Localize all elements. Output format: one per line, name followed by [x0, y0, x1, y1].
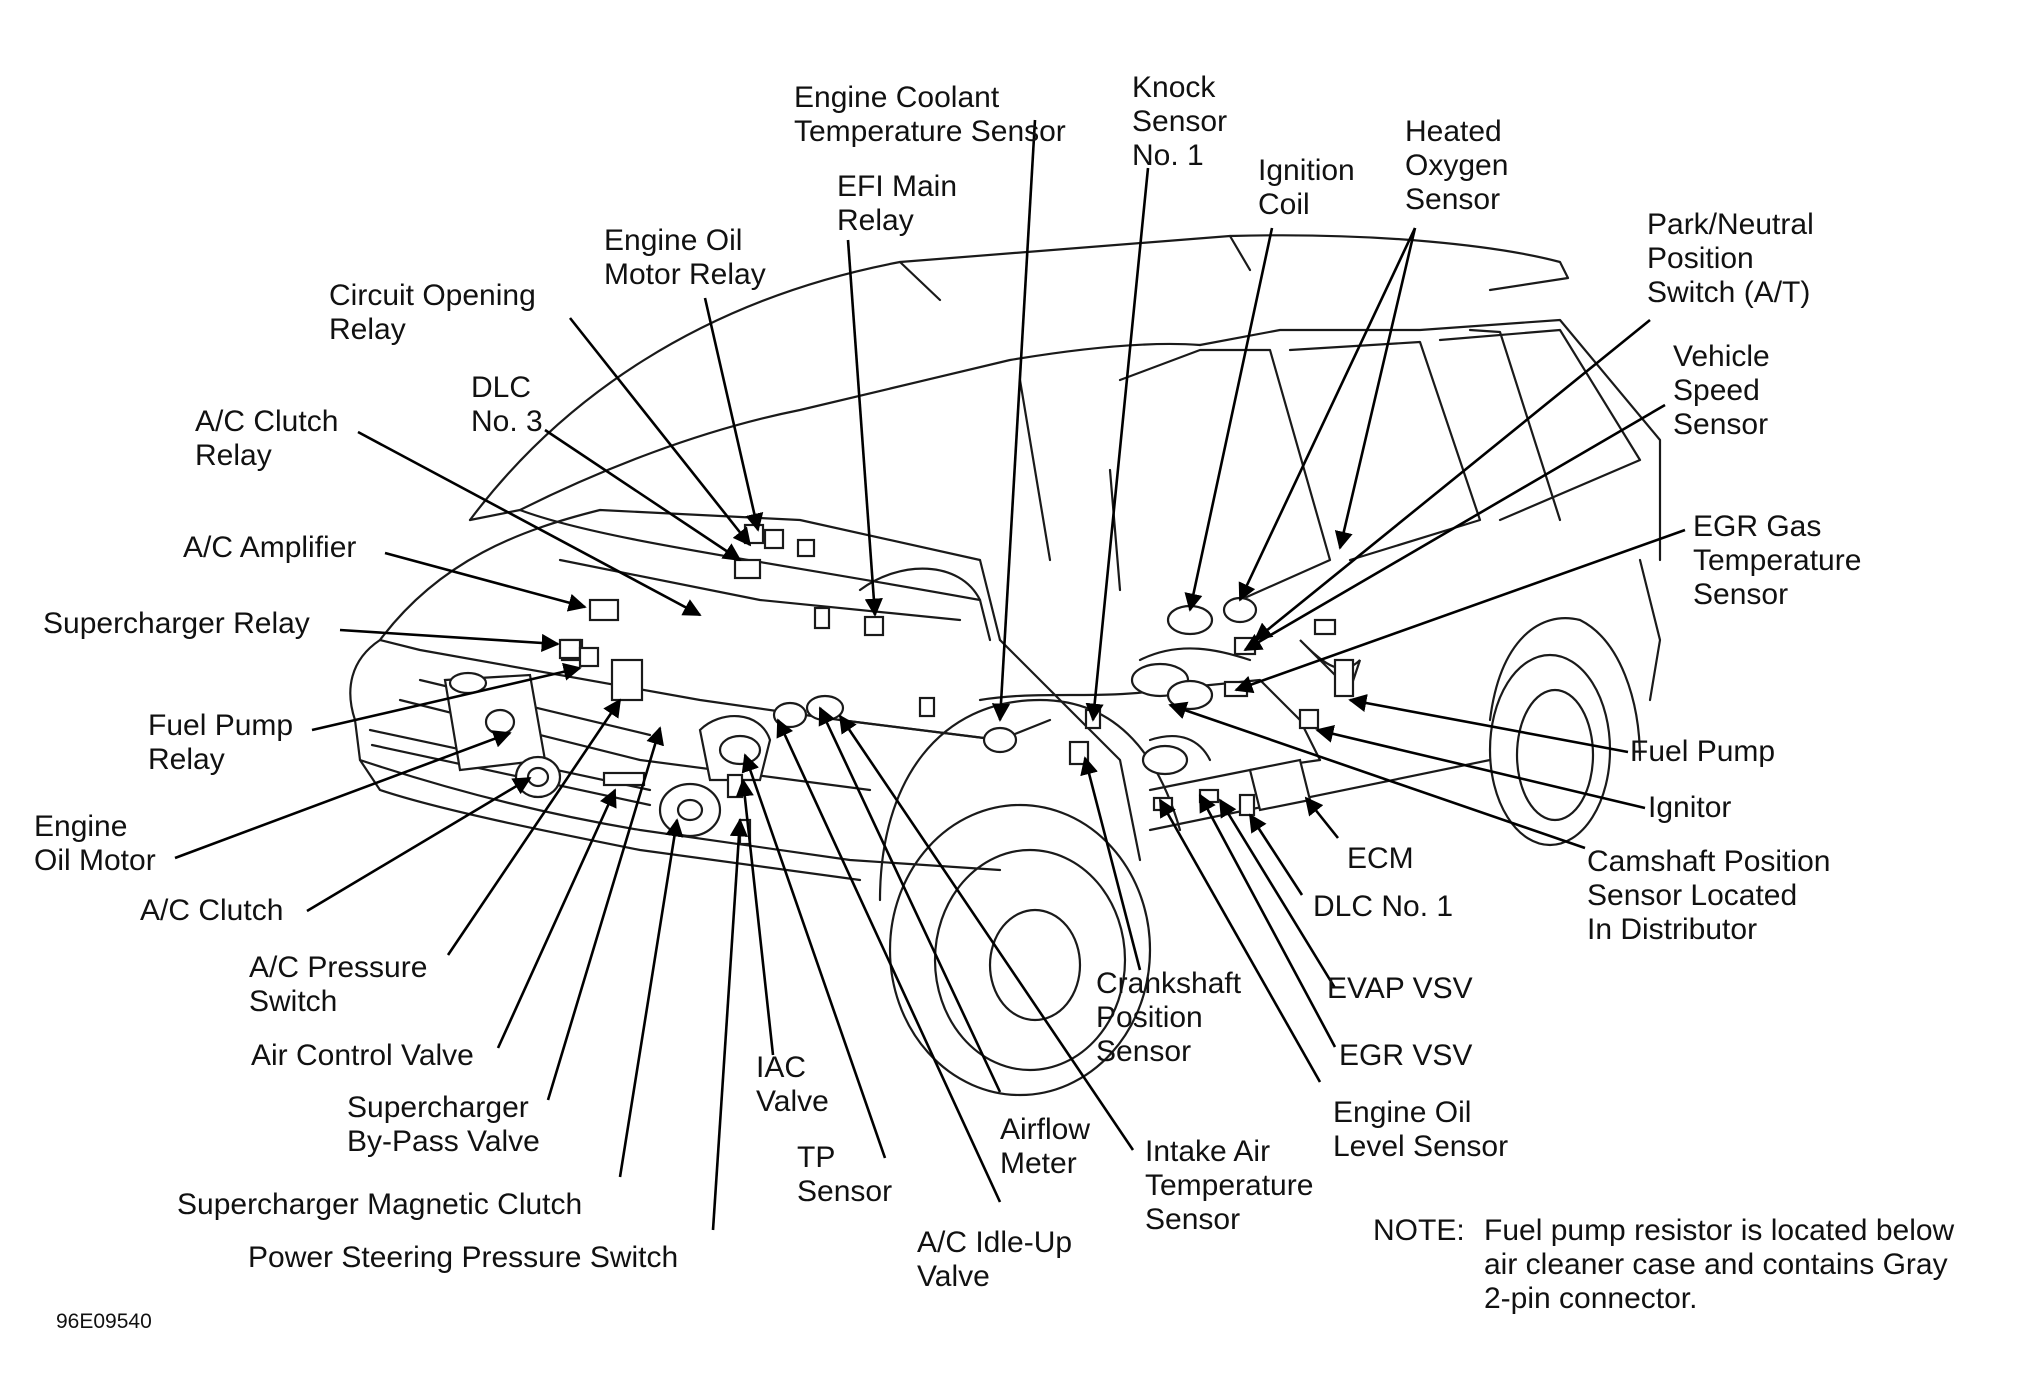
label-ac-clutch: A/C Clutch	[140, 894, 284, 927]
note-text: Fuel pump resistor is located below air …	[1484, 1214, 1955, 1315]
label-airflow-meter: Airflow Meter	[1000, 1113, 1091, 1180]
label-ac-amplifier: A/C Amplifier	[183, 531, 357, 564]
label-ac-pressure-switch: A/C Pressure Switch	[249, 951, 428, 1018]
label-evap-vsv: EVAP VSV	[1327, 972, 1473, 1005]
label-supercharger-bypass-valve: Supercharger By-Pass Valve	[347, 1091, 540, 1158]
label-park-neutral-position-switch: Park/Neutral Position Switch (A/T)	[1647, 208, 1814, 309]
label-intake-air-temperature-sensor: Intake Air Temperature Sensor	[1145, 1135, 1314, 1236]
label-egr-gas-temperature-sensor: EGR Gas Temperature Sensor	[1693, 510, 1862, 611]
label-engine-oil-motor: Engine Oil Motor	[34, 810, 156, 877]
label-power-steering-pressure-switch: Power Steering Pressure Switch	[248, 1241, 679, 1274]
label-ignitor: Ignitor	[1648, 791, 1732, 824]
label-vehicle-speed-sensor: Vehicle Speed Sensor	[1673, 340, 1770, 441]
label-ac-clutch-relay: A/C Clutch Relay	[195, 405, 339, 472]
label-camshaft-position-sensor: Camshaft Position Sensor Located In Dist…	[1587, 845, 1831, 946]
label-supercharger-magnetic-clutch: Supercharger Magnetic Clutch	[177, 1188, 583, 1221]
label-supercharger-relay: Supercharger Relay	[43, 607, 310, 640]
figure-id: 96E09540	[56, 1310, 152, 1333]
label-dlc-no3: DLC No. 3	[471, 371, 543, 438]
leader-lines	[174, 119, 1686, 1231]
label-engine-oil-motor-relay: Engine Oil Motor Relay	[604, 224, 766, 291]
label-knock-sensor-no1: Knock Sensor No. 1	[1132, 71, 1228, 172]
label-ignition-coil: Ignition Coil	[1258, 154, 1355, 221]
label-air-control-valve: Air Control Valve	[251, 1039, 474, 1072]
label-efi-main-relay: EFI Main Relay	[837, 170, 958, 237]
label-circuit-opening-relay: Circuit Opening Relay	[329, 279, 536, 346]
label-ac-idle-up-valve: A/C Idle-Up Valve	[917, 1226, 1073, 1293]
label-dlc-no1: DLC No. 1	[1313, 890, 1454, 923]
label-fuel-pump: Fuel Pump	[1630, 735, 1776, 768]
van-body-outline	[349, 234, 1662, 1097]
label-fuel-pump-relay: Fuel Pump Relay	[148, 709, 294, 776]
label-iac-valve: IAC Valve	[756, 1051, 829, 1118]
label-ecm: ECM	[1347, 842, 1414, 875]
label-tp-sensor: TP Sensor	[797, 1141, 893, 1208]
label-heated-oxygen-sensor: Heated Oxygen Sensor	[1405, 115, 1509, 216]
label-egr-vsv: EGR VSV	[1339, 1039, 1473, 1072]
note-prefix: NOTE:	[1373, 1214, 1465, 1247]
label-engine-oil-level-sensor: Engine Oil Level Sensor	[1333, 1096, 1509, 1163]
label-crankshaft-position-sensor: Crankshaft Position Sensor	[1096, 967, 1242, 1068]
label-engine-coolant-temperature-sensor: Engine Coolant Temperature Sensor	[794, 81, 1066, 148]
